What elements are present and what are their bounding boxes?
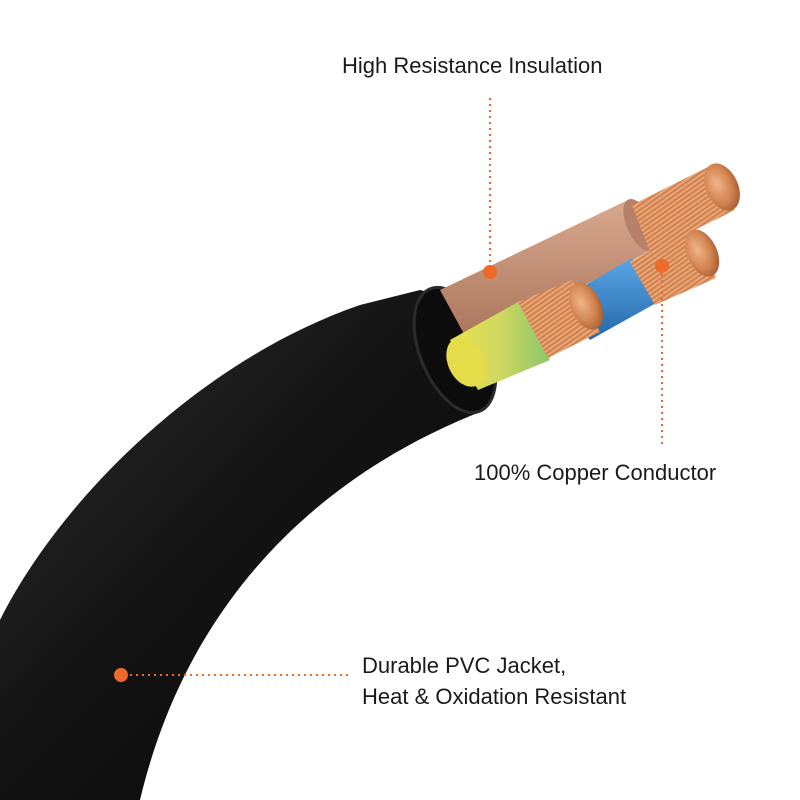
leader-dot-jacket	[114, 668, 128, 682]
brown-core-insulation	[440, 200, 652, 345]
copper-tip-front	[568, 282, 604, 330]
copper-tip-top	[704, 163, 740, 211]
label-copper-conductor: 100% Copper Conductor	[474, 460, 717, 485]
pvc-jacket	[0, 290, 491, 800]
label-insulation: High Resistance Insulation	[342, 53, 603, 78]
label-pvc-jacket-line1: Durable PVC Jacket,	[362, 653, 567, 678]
label-pvc-jacket-line2: Heat & Oxidation Resistant	[362, 684, 627, 709]
label-pvc-jacket: Durable PVC Jacket, Heat & Oxidation Res…	[362, 650, 626, 712]
copper-tip-right	[684, 229, 720, 277]
leader-dot-conductor	[655, 259, 669, 273]
yellow-green-core-face	[446, 337, 486, 387]
leader-dot-insulation	[483, 265, 497, 279]
